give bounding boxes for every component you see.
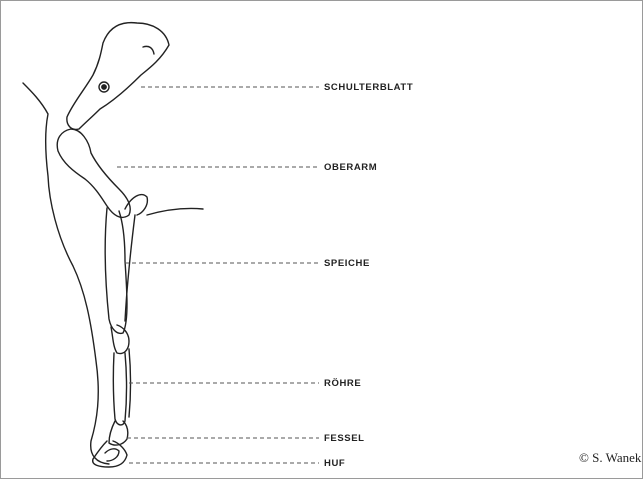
ulna-bone	[125, 215, 135, 321]
scapula-bone	[67, 23, 169, 130]
label-pastern: FESSEL	[324, 433, 365, 444]
label-radius: SPEICHE	[324, 258, 370, 269]
scapula-spine	[143, 46, 154, 54]
coffin-bone	[105, 449, 119, 461]
copyright-notice: © S. Wanek	[579, 450, 641, 466]
humerus-bone	[57, 129, 130, 217]
cannon-bone	[113, 353, 126, 425]
body-outline	[23, 83, 109, 464]
label-scapula: SCHULTERBLATT	[324, 82, 413, 93]
radius-bone	[105, 208, 127, 333]
chest-outline	[147, 208, 203, 215]
elbow-olecranon	[125, 195, 147, 215]
label-hoof: HUF	[324, 458, 345, 469]
hoof	[93, 441, 127, 467]
label-humerus: OBERARM	[324, 162, 377, 173]
label-cannon: RÖHRE	[324, 378, 361, 389]
